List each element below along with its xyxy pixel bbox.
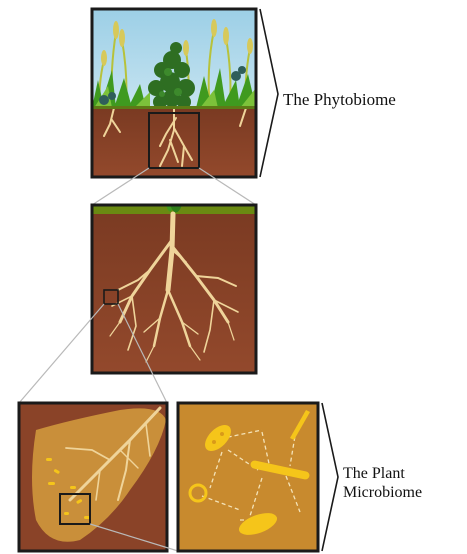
plant-microbiome-label-line1: The Plant [343,464,422,483]
root-system-panel [92,205,256,373]
microbiome-brace [322,403,338,551]
phytobiome-brace [260,9,278,177]
microbiome-panel [178,403,318,551]
rhizosphere-panel [19,403,167,551]
phytobiome-panel [92,9,256,177]
plant-microbiome-label-line2: Microbiome [343,483,422,502]
plant-microbiome-label: The Plant Microbiome [343,464,422,502]
phytobiome-label: The Phytobiome [283,90,396,110]
